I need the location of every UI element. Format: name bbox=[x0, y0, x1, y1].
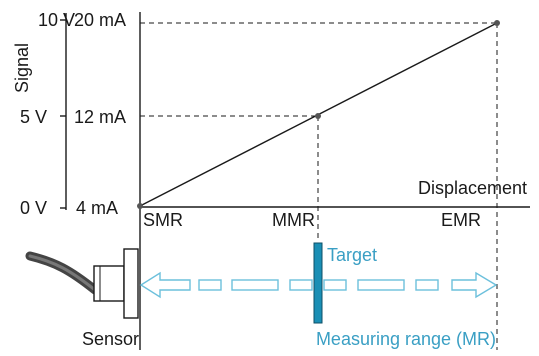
point-mmr bbox=[315, 113, 321, 119]
current-label-20ma: 20 mA bbox=[74, 10, 126, 30]
voltage-label-10v: 10 V bbox=[38, 10, 75, 30]
guide-lines bbox=[140, 22, 498, 350]
sensor-label: Sensor bbox=[82, 329, 139, 349]
label-emr: EMR bbox=[441, 210, 481, 230]
target-plate-icon bbox=[313, 242, 323, 324]
signal-axis-label: Signal bbox=[12, 43, 32, 93]
point-emr bbox=[494, 20, 500, 26]
signal-axis bbox=[60, 13, 67, 210]
point-smr bbox=[137, 203, 143, 209]
label-mmr: MMR bbox=[272, 210, 315, 230]
sensor-icon bbox=[25, 248, 139, 319]
target-label: Target bbox=[327, 245, 377, 265]
displacement-axis-label: Displacement bbox=[418, 178, 527, 198]
voltage-label-0v: 0 V bbox=[20, 198, 47, 218]
voltage-label-5v: 5 V bbox=[20, 107, 47, 127]
measuring-range-label: Measuring range (MR) bbox=[316, 329, 496, 349]
measuring-range-arrow bbox=[139, 271, 498, 299]
current-label-12ma: 12 mA bbox=[74, 107, 126, 127]
current-label-4ma: 4 mA bbox=[76, 198, 118, 218]
label-smr: SMR bbox=[143, 210, 183, 230]
